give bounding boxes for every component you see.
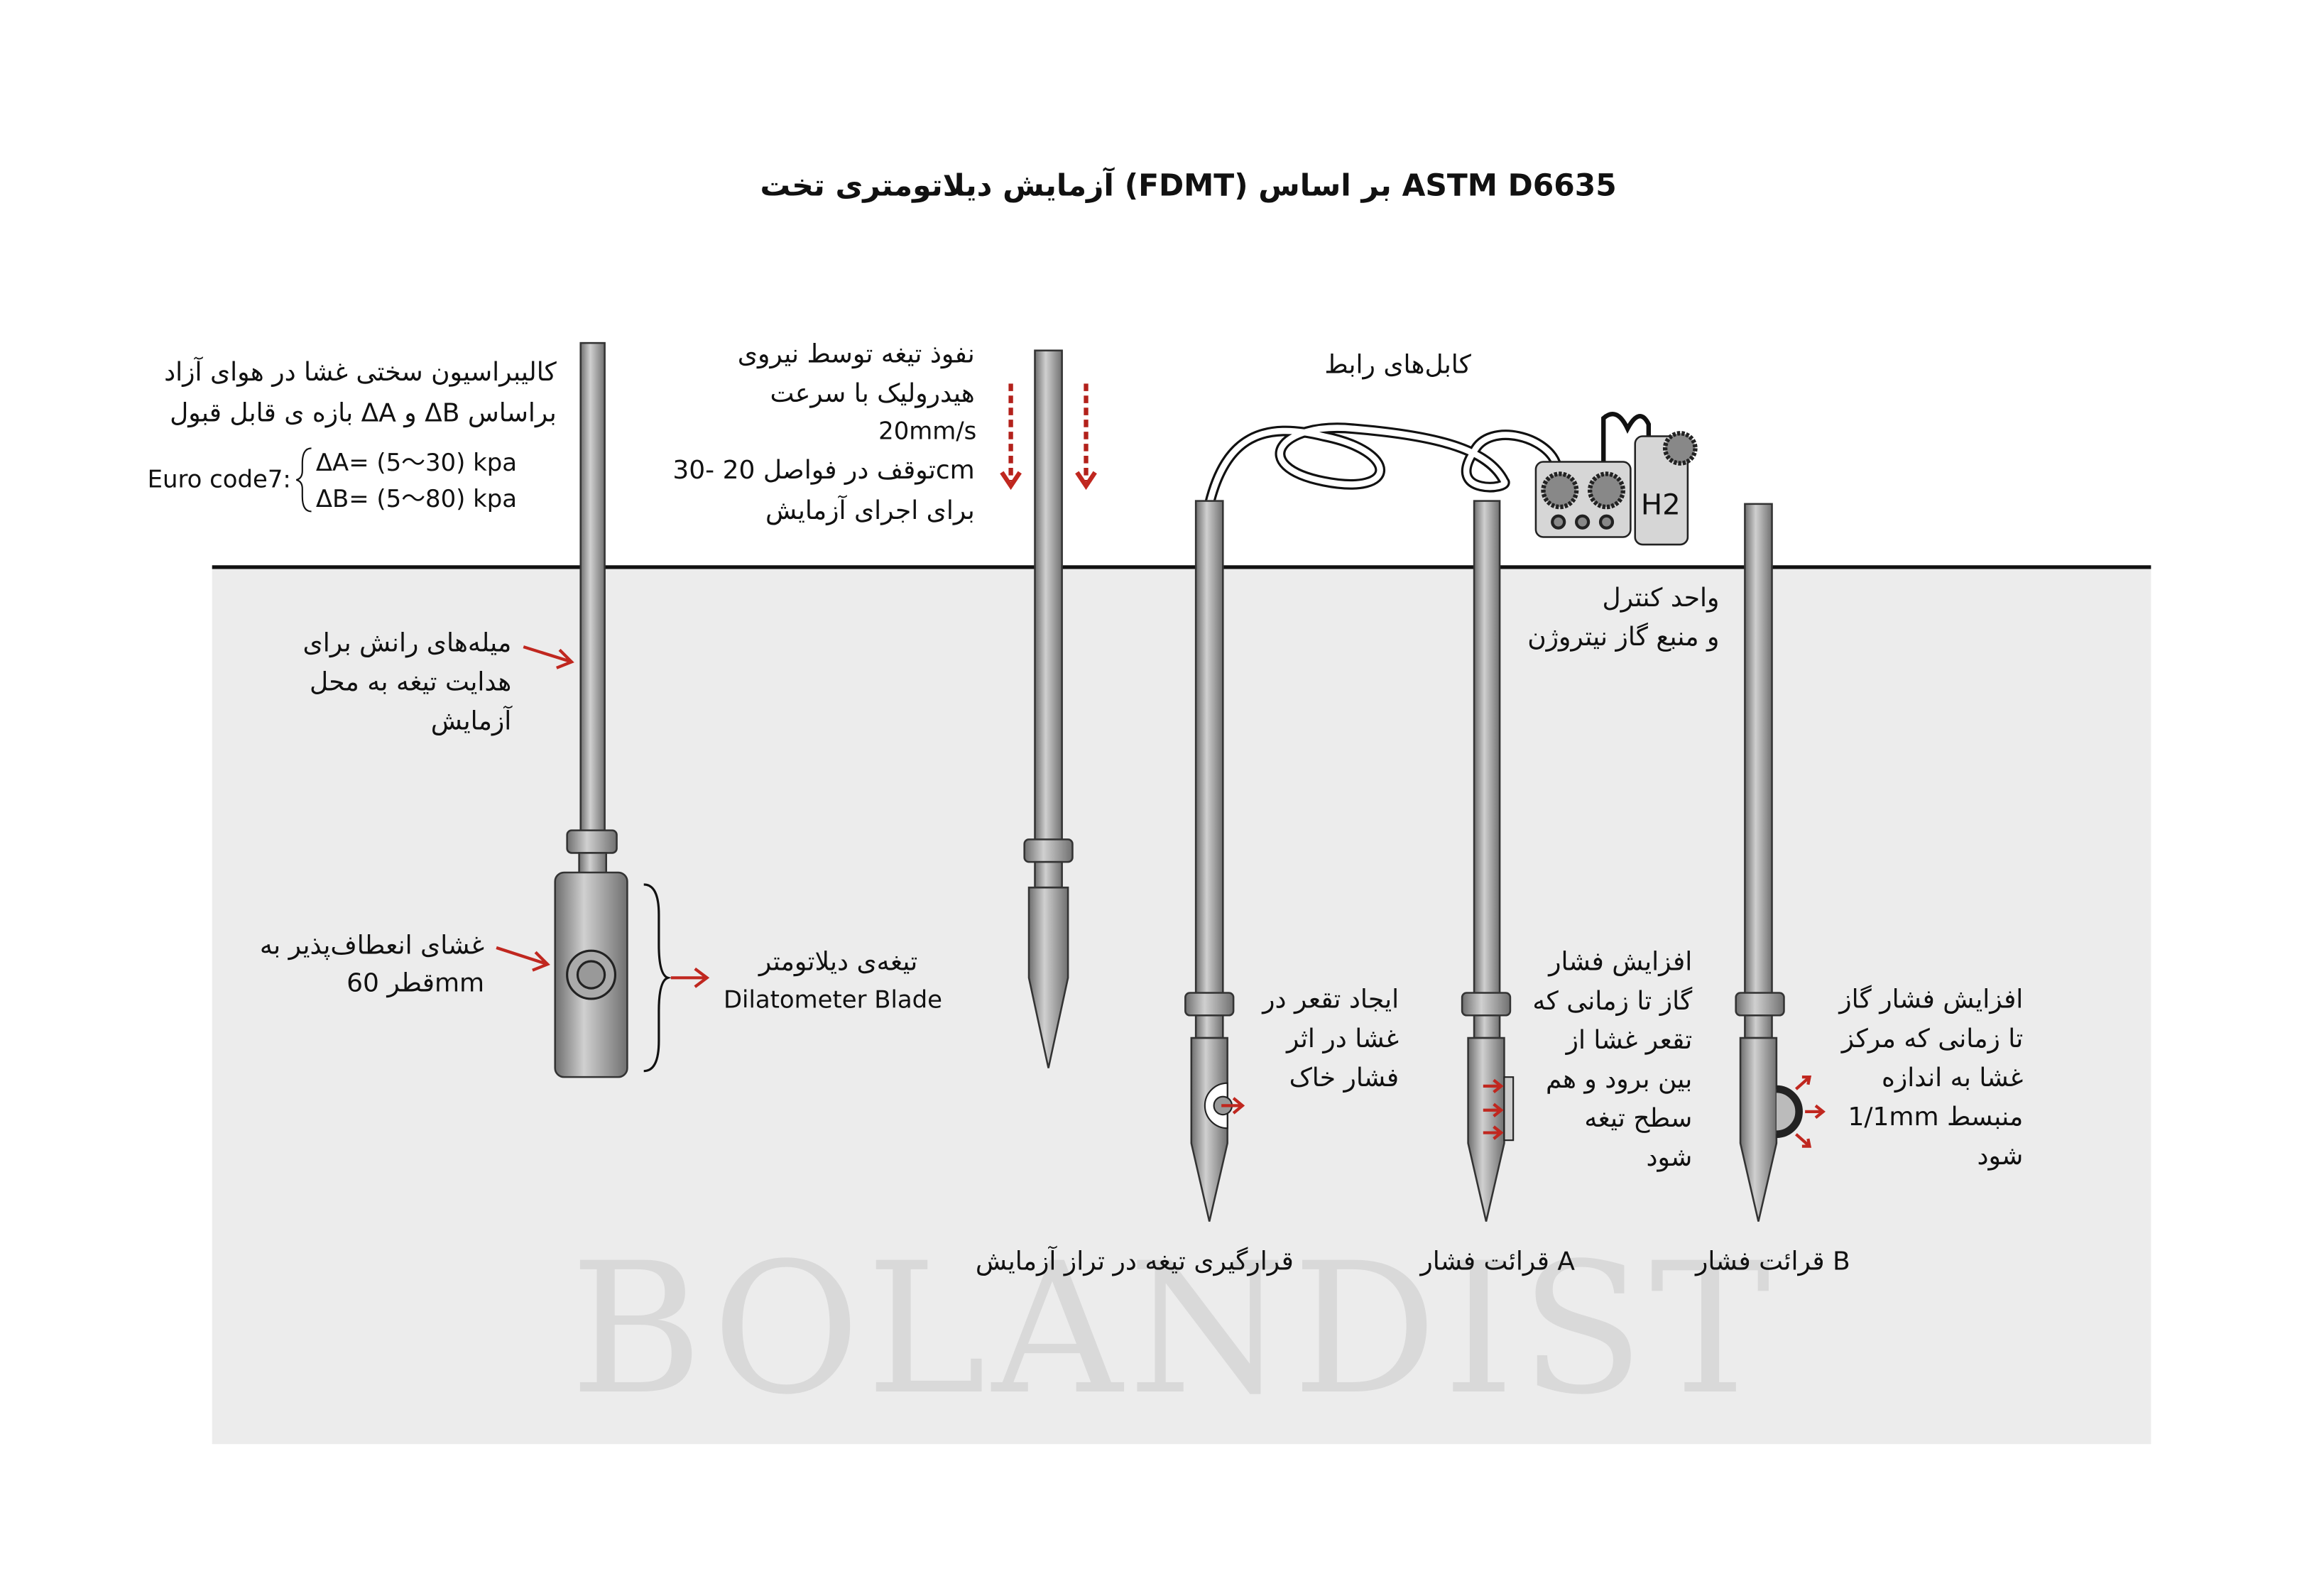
step-b-desc-2: تا زمانی که مرکز bbox=[1840, 1024, 2024, 1054]
nitrogen-tank: H2 bbox=[1634, 431, 1698, 546]
penetration-label-2: هیدرولیک با سرعت bbox=[770, 379, 974, 408]
calibration-line-1: کالیبراسیون سختی غشا در هوای آزاد bbox=[164, 356, 557, 387]
delta-b-range: ΔB= (5～80) kpa bbox=[316, 485, 517, 513]
control-unit-label-1: واحد کنترل bbox=[1603, 584, 1720, 613]
arrow-icon bbox=[1795, 1076, 1826, 1148]
delta-a-range: ΔA= (5～30) kpa bbox=[316, 449, 517, 476]
gas-hose bbox=[1601, 412, 1651, 462]
brace-icon bbox=[296, 447, 312, 513]
probe-test-level bbox=[1184, 500, 1245, 1222]
penetration-speed: 20mm/s bbox=[878, 417, 976, 445]
step-a-caption: قرائت فشار A bbox=[1419, 1247, 1575, 1276]
blade-label-en: Dilatometer Blade bbox=[724, 986, 942, 1014]
arrow-icon bbox=[1483, 1078, 1504, 1140]
membrane-label-2: قطر 60mm bbox=[347, 968, 484, 997]
step-place-desc-2: غشا در اثر bbox=[1285, 1024, 1399, 1054]
eurocode-label: Euro code7: bbox=[148, 466, 291, 493]
connecting-cable bbox=[1204, 422, 1562, 505]
penetration-label-1: نفوذ تیغه توسط نیروی bbox=[738, 340, 975, 369]
arrow-icon bbox=[670, 967, 710, 988]
probe-reading-a bbox=[1461, 500, 1515, 1222]
penetration-label-4: توقف در فواصل 20 -30cm bbox=[672, 456, 974, 485]
step-a-desc-1: افزایش فشار bbox=[1547, 948, 1692, 977]
arrow-icon bbox=[1221, 1097, 1245, 1115]
blade-brace-icon bbox=[643, 883, 672, 1073]
step-place-caption: قرارگیری تیغه در تراز آزمایش bbox=[976, 1244, 1294, 1276]
arrow-icon bbox=[496, 946, 550, 972]
cable-inner bbox=[1206, 425, 1560, 505]
soil-ground bbox=[212, 567, 2151, 1445]
knob-icon bbox=[1575, 514, 1591, 530]
step-b-desc-5: شود bbox=[1977, 1142, 2024, 1171]
rods-label-3: آزمایش bbox=[431, 705, 513, 736]
membrane-label-1: غشای انعطاف‌پذیر به bbox=[260, 931, 484, 960]
penetration-label-5: برای اجرای آزمایش bbox=[765, 494, 975, 525]
page-title: آزمایش دیلاتومتری تخت (FDMT) بر اساس AST… bbox=[760, 166, 1616, 203]
step-place-desc-1: ایجاد تقعر در bbox=[1261, 985, 1399, 1014]
step-b-desc-4: 1/1mm منبسط bbox=[1848, 1103, 2024, 1132]
control-unit-label-2: و منبع گاز نیتروژن bbox=[1527, 622, 1719, 652]
gauge-icon bbox=[1588, 471, 1625, 510]
rods-label-1: میله‌های رانش برای bbox=[303, 628, 512, 657]
rods-label-2: هدایت تیغه به محل bbox=[310, 668, 511, 697]
knob-icon bbox=[1551, 514, 1566, 530]
step-a-desc-3: تقعر غشا از bbox=[1565, 1026, 1693, 1055]
step-a-desc-4: بین برود و هم bbox=[1546, 1065, 1692, 1094]
control-unit bbox=[1534, 461, 1632, 538]
arrow-head-icon bbox=[1075, 471, 1097, 491]
probe-penetration bbox=[1023, 349, 1074, 1068]
calibration-line-2: بازه ی قابل قبول ΔA و ΔB براساس bbox=[170, 398, 557, 427]
step-a-desc-2: گاز تا زمانی که bbox=[1532, 986, 1693, 1016]
step-a-desc-6: شود bbox=[1646, 1143, 1692, 1172]
cables-label: کابل‌های رابط bbox=[1324, 350, 1471, 379]
gauge-icon bbox=[1662, 431, 1698, 466]
knob-icon bbox=[1598, 514, 1615, 530]
step-b-desc-3: غشا به اندازه bbox=[1882, 1063, 2023, 1093]
arrow-icon bbox=[523, 645, 574, 669]
blade-label-fa: تیغه‌ی دیلاتومتر bbox=[758, 948, 917, 977]
step-place-desc-3: فشار خاک bbox=[1289, 1063, 1400, 1093]
gauge-icon bbox=[1541, 471, 1579, 510]
probe-reading-b bbox=[1735, 503, 1826, 1222]
watermark: BOLANDIST bbox=[570, 1224, 1777, 1434]
step-b-desc-1: افزایش فشار گاز bbox=[1838, 985, 2023, 1014]
tank-label: H2 bbox=[1641, 489, 1681, 522]
step-a-desc-5: سطح تیغه bbox=[1584, 1104, 1692, 1133]
arrow-head-icon bbox=[1000, 471, 1022, 491]
probe-calibration bbox=[554, 341, 628, 1078]
step-b-caption: قرائت فشار B bbox=[1694, 1247, 1850, 1276]
